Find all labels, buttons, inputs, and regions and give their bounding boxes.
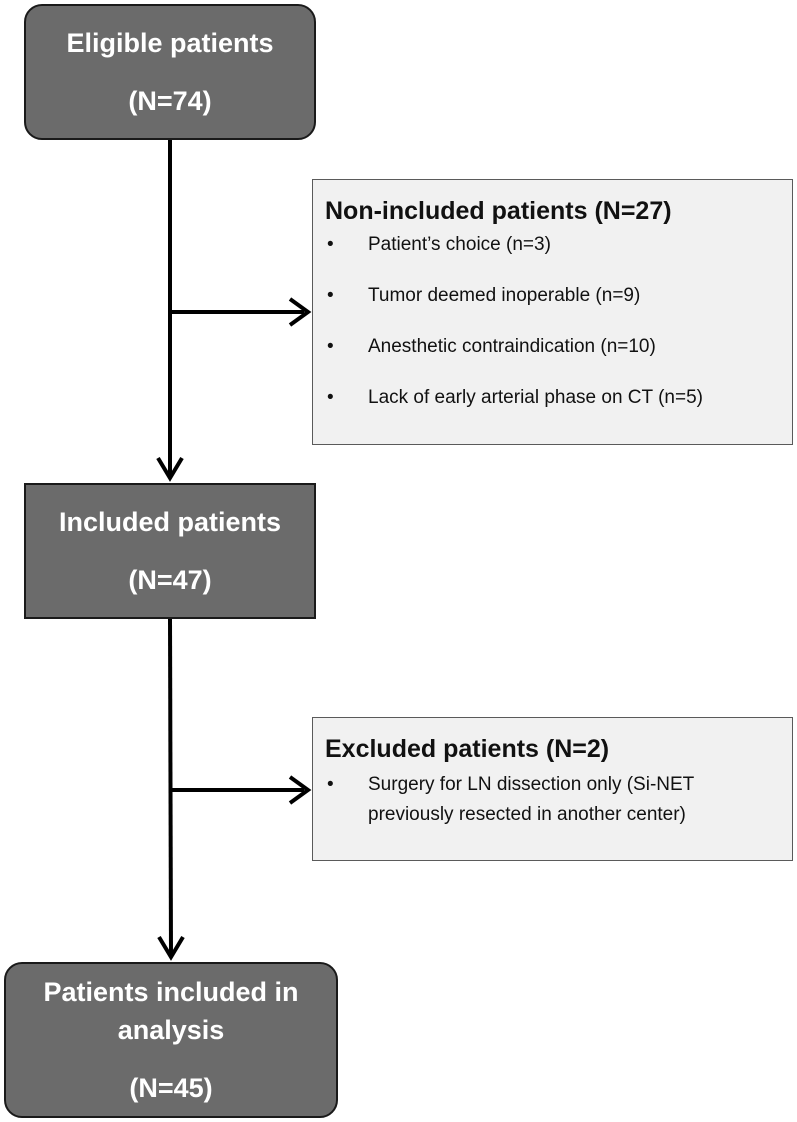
eligible-patients-label: Eligible patients xyxy=(66,28,274,58)
list-item: • Anesthetic contraindication (n=10) xyxy=(325,334,780,360)
non-included-list: • Patient’s choice (n=3) • Tumor deemed in… xyxy=(325,232,780,411)
arrowhead-to-excluded xyxy=(288,775,312,805)
list-item-text: Surgery for LN dissection only (Si-NET p… xyxy=(368,774,694,825)
list-item: • Tumor deemed inoperable (n=9) xyxy=(325,283,780,309)
included-patients-box: Included patients (N=47) xyxy=(24,483,316,619)
arrowhead-to-analysis xyxy=(157,935,185,961)
analysis-count: (N=45) xyxy=(129,1073,213,1103)
excluded-patients-box: Excluded patients (N=2) • Surgery for LN … xyxy=(312,717,793,861)
list-item: • Surgery for LN dissection only (Si-NET … xyxy=(325,770,780,830)
excluded-list: • Surgery for LN dissection only (Si-NET … xyxy=(325,770,780,830)
arrowhead-to-non-included xyxy=(288,297,312,327)
arrowhead-to-included xyxy=(156,456,184,482)
included-patients-count: (N=47) xyxy=(128,565,212,595)
non-included-patients-box: Non-included patients (N=27) • Patient’s … xyxy=(312,179,793,445)
non-included-title: Non-included patients (N=27) xyxy=(325,197,672,225)
list-item-text: Anesthetic contraindication (n=10) xyxy=(368,336,656,357)
eligible-patients-box: Eligible patients (N=74) xyxy=(24,4,316,140)
bullet-icon: • xyxy=(327,285,334,306)
included-patients-label: Included patients xyxy=(58,507,282,537)
list-item-text: Patient’s choice (n=3) xyxy=(368,234,551,255)
excluded-title: Excluded patients (N=2) xyxy=(325,735,610,763)
eligible-patients-count: (N=74) xyxy=(128,86,212,116)
patients-included-in-analysis-box: Patients included in analysis (N=45) xyxy=(4,962,338,1118)
connector-included-to-analysis xyxy=(168,618,173,957)
bullet-icon: • xyxy=(327,387,334,408)
list-item: • Patient’s choice (n=3) xyxy=(325,232,780,258)
analysis-label-line1: Patients included in xyxy=(43,977,299,1007)
analysis-label-line2: analysis xyxy=(117,1015,225,1045)
bullet-icon: • xyxy=(327,336,334,357)
bullet-icon: • xyxy=(327,774,334,795)
list-item-text: Lack of early arterial phase on CT (n=5) xyxy=(368,387,703,408)
list-item: • Lack of early arterial phase on CT (n=5… xyxy=(325,385,780,411)
list-item-text: Tumor deemed inoperable (n=9) xyxy=(368,285,641,306)
bullet-icon: • xyxy=(327,234,334,255)
